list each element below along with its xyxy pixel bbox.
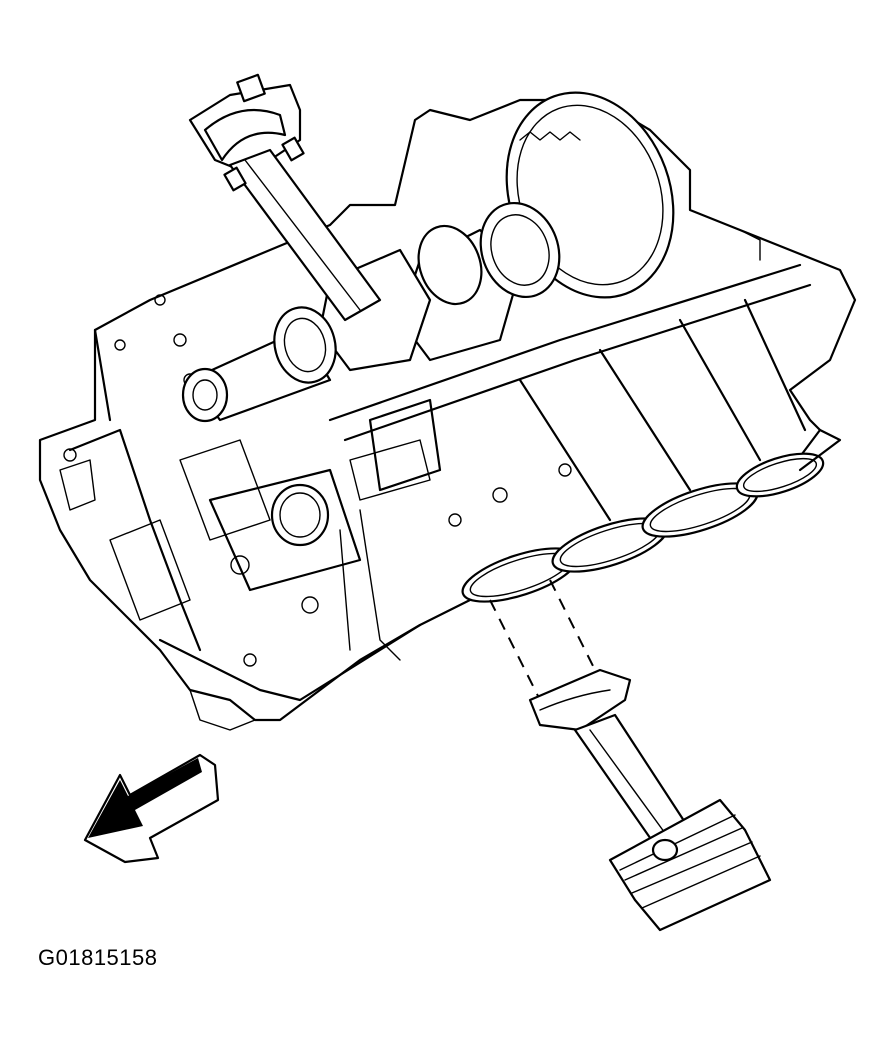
connecting-rod-with-piston xyxy=(489,579,772,932)
crankshaft xyxy=(181,91,675,423)
direction-arrow xyxy=(83,753,220,864)
engine-block xyxy=(38,98,857,731)
connecting-rod-upper xyxy=(188,73,382,322)
figure-id-label: G01815158 xyxy=(38,945,158,970)
